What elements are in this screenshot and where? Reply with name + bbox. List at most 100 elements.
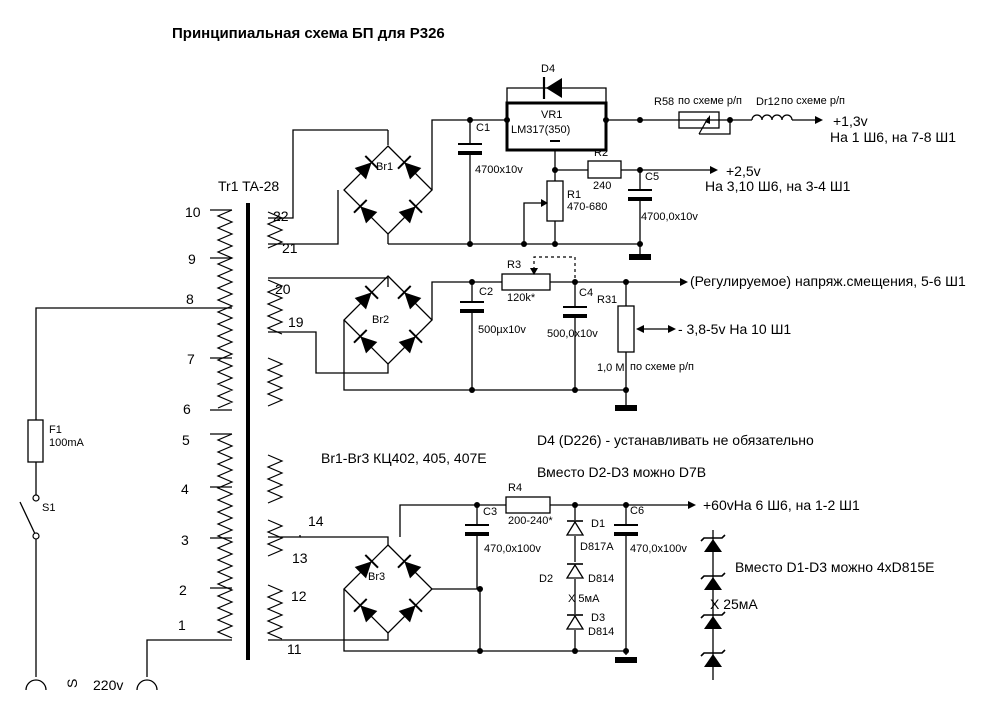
secondary-winding-unused	[266, 357, 284, 407]
cap-c2: C2	[479, 286, 493, 298]
pin-11: 11	[287, 641, 302, 657]
pin-13: 13	[292, 550, 308, 566]
resistor-r31-note: по схеме р/п	[630, 361, 694, 373]
regulator-vr1	[505, 101, 608, 152]
pin-9: 9	[188, 251, 196, 267]
cap-c4-value: 500,0x10v	[547, 328, 598, 340]
pin-14: 14	[308, 513, 324, 529]
pin-2: 2	[179, 582, 187, 598]
resistor-r1-value: 470-680	[567, 201, 607, 213]
cap-c6: C6	[630, 505, 644, 517]
secondary-winding-14-13	[266, 519, 284, 557]
cap-c1-value: 4700x10v	[475, 164, 523, 176]
pin-22: 22	[273, 208, 289, 224]
cap-c6-value: 470,0x100v	[630, 543, 687, 555]
resistor-r58	[678, 111, 720, 129]
pin-3: 3	[181, 532, 189, 548]
schematic-title: Принципиальная схема БП для Р326	[172, 25, 445, 42]
cap-c3: C3	[483, 506, 497, 518]
diode-d1-type: D817A	[580, 541, 614, 553]
transformer-label: Tr1 TA-28	[218, 178, 279, 194]
resistor-r1	[546, 180, 564, 222]
transformer: Tr1 TA-28 10 9 8 7 6 5 4 3 2 1 22 21 20 …	[178, 178, 324, 660]
output-1-3v: +1,3v	[833, 113, 868, 129]
resistor-r1-label: R1	[567, 189, 581, 201]
resistor-r31-label: R31	[597, 294, 617, 306]
alt-zener-column: X 25мА	[700, 530, 758, 680]
secondary-winding-12-11	[266, 584, 284, 640]
fuse-label: F1	[49, 424, 62, 436]
resistor-r3	[501, 273, 551, 291]
secondary-winding-aux	[266, 454, 284, 504]
resistor-r2-label: R2	[594, 147, 608, 159]
output-negative: - 3,8-5v На 10 Ш1	[678, 321, 791, 337]
note-d1d3: Вместо D1-D3 можно 4xD815E	[735, 559, 935, 575]
diode-d4: D4	[541, 63, 555, 75]
bridge-br3: Br3	[368, 571, 385, 583]
resistor-r31	[617, 305, 635, 353]
bridge-br2: Br2	[372, 314, 389, 326]
zener-current: X 5мА	[568, 593, 600, 605]
resistor-r4-value: 200-240*	[508, 515, 553, 527]
pin-7: 7	[187, 351, 195, 367]
note-d2d3: Вместо D2-D3 можно D7B	[537, 464, 706, 480]
vr1-type: LM317(350)	[511, 124, 570, 136]
resistor-r3-label: R3	[507, 259, 521, 271]
resistor-r3-value: 120k*	[507, 292, 536, 304]
diode-d3-type: D814	[588, 626, 614, 638]
pin-8: 8	[186, 291, 194, 307]
high-voltage-section: Br3 C3 470,0x100v R4 200-240* D1 D817A	[268, 482, 860, 680]
bias-section: Br2 C2 500µx10v R3 120k* C4 500,0x10v	[268, 256, 966, 411]
diode-d3: D3	[591, 612, 605, 624]
mains-voltage: 220v	[93, 677, 123, 693]
output-1-3v-dest: На 1 Ш6, на 7-8 Ш1	[830, 129, 956, 145]
output-2-5v: +2,5v	[726, 163, 761, 179]
resistor-r4-label: R4	[508, 482, 522, 494]
regulator-section: Br1 C1 4700x10v VR1 LM317(350) D4 R2 240	[268, 63, 956, 260]
choke-dr12	[751, 114, 793, 121]
output-bias: (Регулируемое) напряж.смещения, 5-6 Ш1	[690, 273, 966, 289]
mains-input: F1 100mA S1 S 220v	[19, 307, 210, 693]
cap-c1: C1	[476, 122, 490, 134]
cap-c4: C4	[579, 287, 593, 299]
pin-6: 6	[183, 401, 191, 417]
pin-4: 4	[181, 481, 189, 497]
resistor-r4	[505, 496, 551, 514]
note-d4: D4 (D226) - устанавливать не обязательно	[537, 432, 814, 448]
pin-21: 21	[282, 240, 298, 256]
vr1-label: VR1	[541, 109, 562, 121]
pin-19: 19	[288, 314, 304, 330]
pin-5: 5	[182, 432, 190, 448]
diode-d2: D2	[539, 573, 553, 585]
secondary-winding-20-19	[266, 279, 284, 335]
r58-note: по схеме р/п	[678, 95, 742, 107]
r58-label: R58	[654, 96, 674, 108]
cap-c5-value: 4700,0x10v	[641, 211, 698, 223]
alt-zener-current: X 25мА	[710, 596, 758, 612]
plug-mark: S	[64, 679, 80, 688]
switch-label: S1	[42, 502, 55, 514]
diode-d2-type: D814	[588, 573, 614, 585]
cap-c5: C5	[645, 171, 659, 183]
cap-c3-value: 470,0x100v	[484, 543, 541, 555]
dr12-label: Dr12	[756, 96, 780, 108]
resistor-r2	[587, 160, 622, 179]
fuse-value: 100mA	[49, 437, 85, 449]
pin-10: 10	[185, 204, 201, 220]
primary-winding-upper	[216, 209, 234, 409]
diode-d1: D1	[591, 518, 605, 530]
switch-s1	[19, 501, 37, 537]
cap-c2-value: 500µx10v	[478, 324, 526, 336]
output-2-5v-dest: На 3,10 Ш6, на 3-4 Ш1	[705, 178, 851, 194]
fuse-f1	[27, 419, 44, 463]
output-60v: +60vНа 6 Ш6, на 1-2 Ш1	[703, 497, 860, 513]
dr12-note: по схеме р/п	[781, 95, 845, 107]
resistor-r31-value: 1,0 M	[597, 362, 625, 374]
resistor-r2-value: 240	[593, 180, 611, 192]
primary-winding-lower	[216, 433, 234, 639]
pin-12: 12	[291, 588, 307, 604]
note-bridges: Br1-Br3 КЦ402, 405, 407Е	[321, 450, 487, 466]
bridge-br1: Br1	[376, 161, 393, 173]
pin-1: 1	[178, 617, 186, 633]
